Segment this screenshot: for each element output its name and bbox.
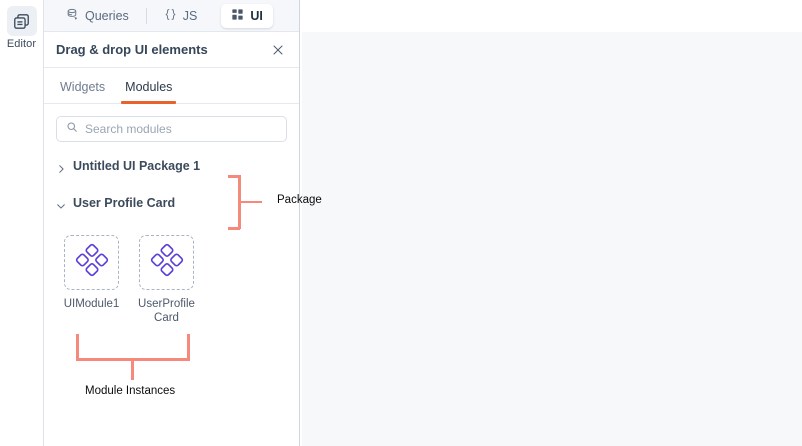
braces-icon [164,8,177,24]
tree-item-user-profile-card[interactable]: User Profile Card [56,189,287,217]
editor-stacked-docs-icon [6,6,37,36]
module-icon-container[interactable] [139,235,194,290]
panel-title: Drag & drop UI elements [56,42,208,57]
module-item-uimodule1[interactable]: UIModule1 [64,235,119,325]
annotation-label-module-instances: Module Instances [85,385,176,397]
tab-ui[interactable]: UI [221,3,273,28]
module-instances-grid: UIModule1 UserProfileCard [44,217,299,325]
left-rail: Editor [0,0,44,446]
module-tree: Untitled UI Package 1 User Profile Card [44,142,299,217]
module-item-userprofilecard[interactable]: UserProfileCard [138,235,195,325]
chevron-down-icon[interactable] [56,198,66,209]
tab-js[interactable]: JS [154,4,208,28]
tab-widgets-label: Widgets [60,80,106,94]
tree-item-label: User Profile Card [73,196,176,210]
tab-separator [145,7,147,24]
database-query-icon [66,8,79,24]
tab-queries-label: Queries [85,8,129,23]
search-container [44,104,299,142]
tab-js-label: JS [182,8,198,23]
close-icon[interactable] [269,41,287,59]
tab-modules-label: Modules [125,80,173,94]
tree-item-untitled-ui-package-1[interactable]: Untitled UI Package 1 [56,152,287,180]
four-diamonds-module-icon [75,243,109,282]
grid-squares-icon [231,8,244,24]
rail-item-editor[interactable]: Editor [2,6,42,50]
tree-item-label: Untitled UI Package 1 [73,159,201,173]
search-modules-box[interactable] [56,116,287,142]
panel-subtabs: Widgets Modules [44,68,299,104]
rail-item-label: Editor [6,38,37,50]
search-input[interactable] [85,122,277,136]
search-icon [66,120,78,138]
module-icon-container[interactable] [64,235,119,290]
annotation-label-package: Package [277,194,322,206]
tab-queries[interactable]: Queries [56,4,139,28]
chevron-right-icon[interactable] [56,161,66,173]
ui-canvas[interactable] [302,32,802,446]
four-diamonds-module-icon [150,243,184,282]
ui-panel: Queries JS [44,0,300,446]
canvas-top-strip [300,0,802,32]
module-item-label: UIModule1 [63,298,120,310]
tab-modules[interactable]: Modules [115,80,182,104]
tab-widgets[interactable]: Widgets [50,80,115,103]
module-item-label: UserProfileCard [138,298,195,324]
editor-tabs-bar: Queries JS [44,0,299,32]
tab-ui-label: UI [250,8,263,23]
panel-header: Drag & drop UI elements [44,32,299,68]
